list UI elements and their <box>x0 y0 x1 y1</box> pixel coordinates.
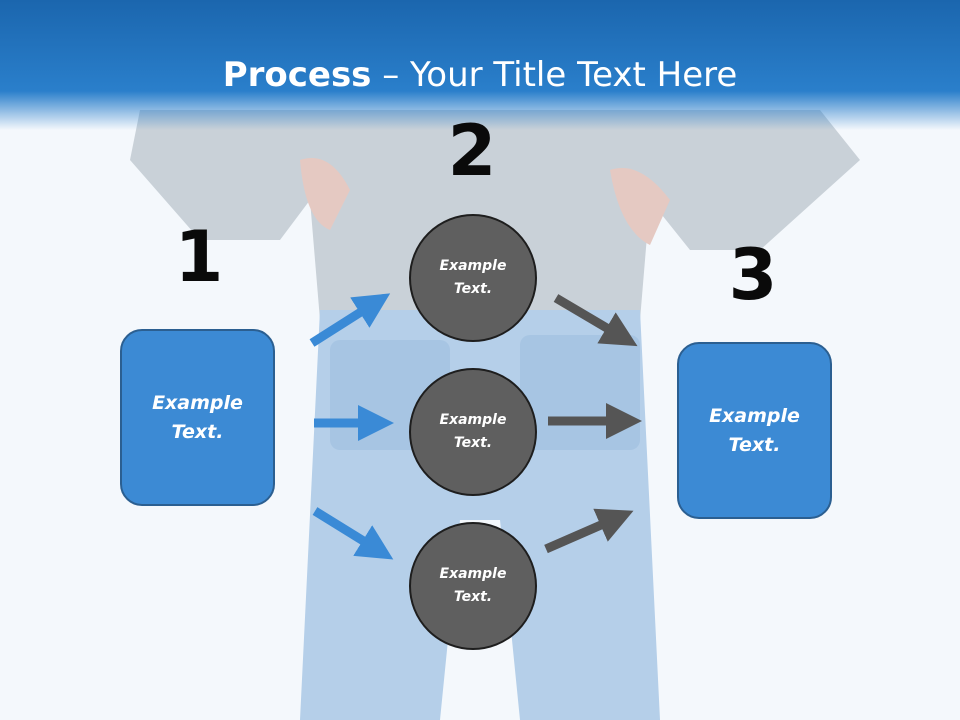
circle-top: Example Text. <box>409 214 537 342</box>
arrow-bottom-to-right <box>544 508 634 554</box>
arrow-left-to-bottom <box>312 507 394 560</box>
circle-middle-text: Example Text. <box>439 412 507 451</box>
left-box-text: Example Text. <box>152 391 243 443</box>
arrow-left-to-top <box>309 293 391 347</box>
step-number-1: 1 <box>174 216 224 298</box>
circle-top-text: Example Text. <box>439 258 507 297</box>
step-number-3: 3 <box>728 234 778 316</box>
header-band <box>0 0 960 130</box>
slide-title: Process – Your Title Text Here <box>0 52 960 98</box>
step-number-2: 2 <box>447 110 497 192</box>
left-text-box: Example Text. <box>120 329 275 506</box>
arrow-top-to-right <box>553 294 638 347</box>
circle-bottom-text: Example Text. <box>439 566 507 605</box>
title-rest: – Your Title Text Here <box>371 55 738 95</box>
circle-bottom: Example Text. <box>409 522 537 650</box>
right-box-text: Example Text. <box>709 404 800 456</box>
circle-middle: Example Text. <box>409 368 537 496</box>
title-bold: Process <box>222 55 372 95</box>
right-text-box: Example Text. <box>677 342 832 519</box>
